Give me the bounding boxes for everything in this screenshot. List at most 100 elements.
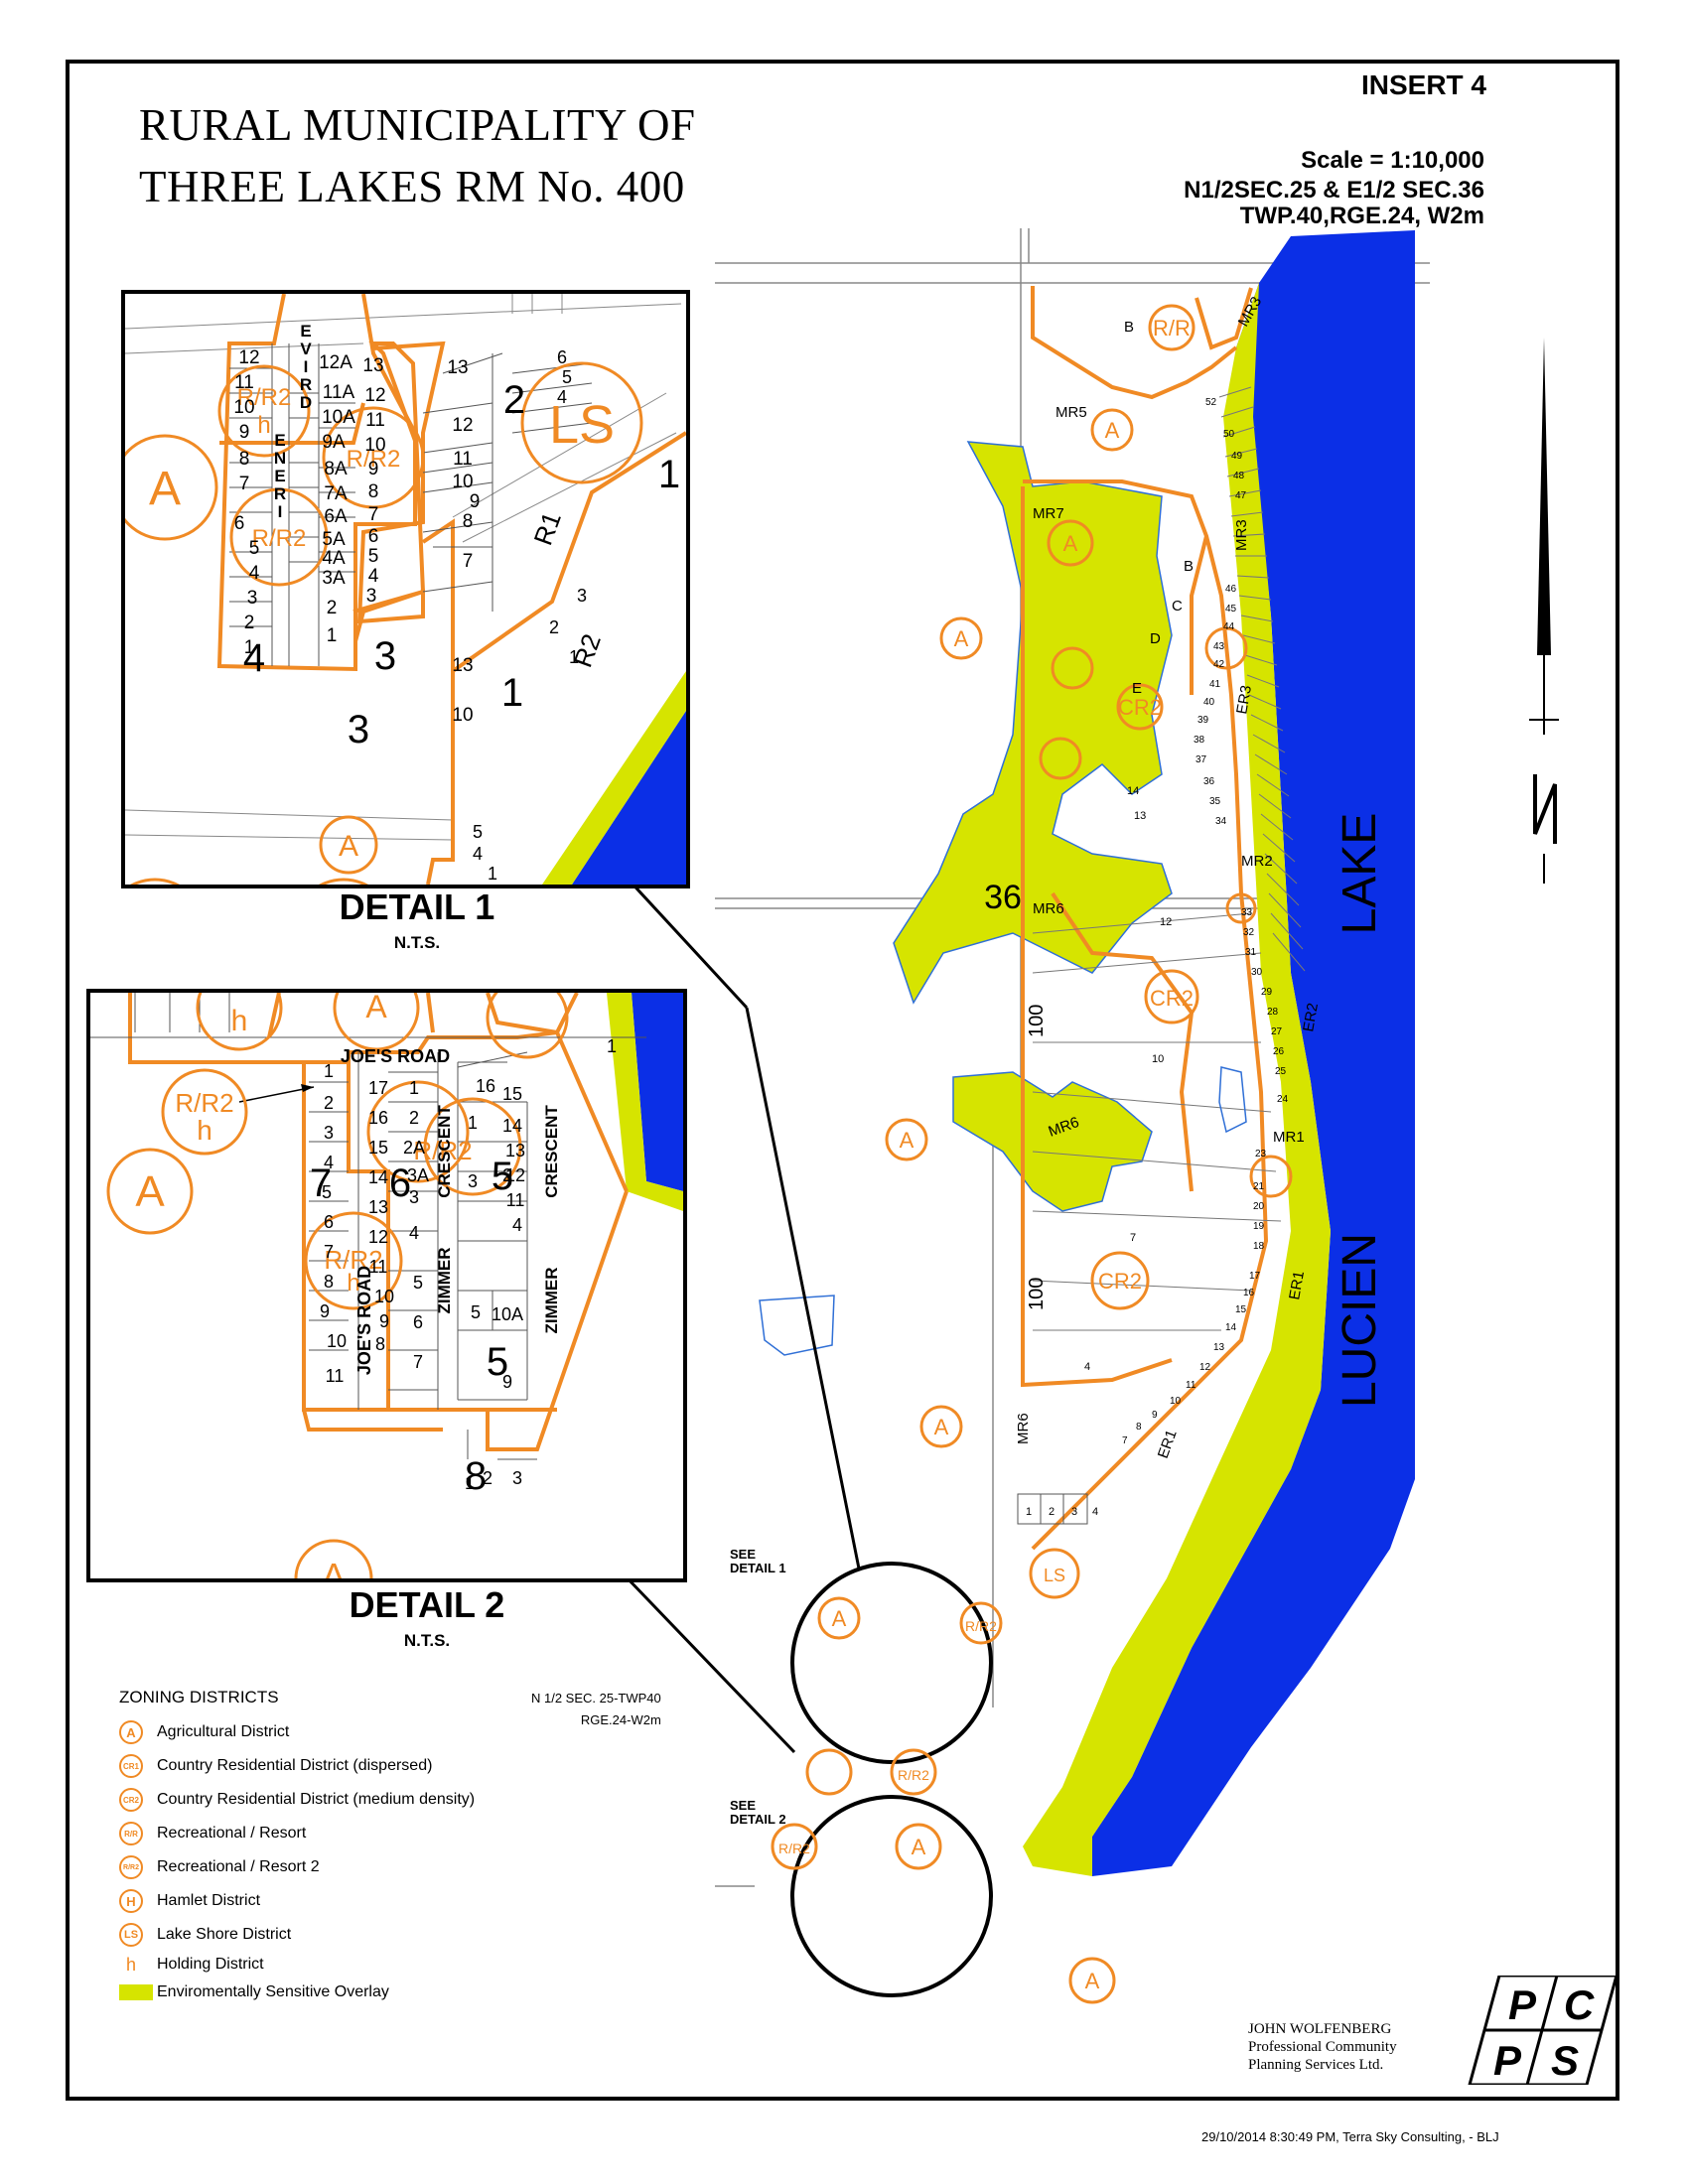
detail2-boundaries [128,993,629,1451]
timestamp: 29/10/2014 8:30:49 PM, Terra Sky Consult… [1201,2129,1499,2144]
lot-number: 45 [1225,604,1237,614]
logo-letter: C [1564,1981,1595,2028]
lot-number: 13 [452,655,473,676]
cr2-zone-icon: CR2 [119,1788,143,1812]
lot-number: 5 [322,1182,332,1202]
lot-number: 8 [1136,1422,1142,1433]
block-b: B [1184,558,1194,575]
lot-number: 15 [368,1138,388,1158]
lot-number: 12 [368,1227,388,1247]
small-ponds [759,1066,1247,1356]
lot-number: 24 [1277,1094,1289,1105]
holding-zone-icon: h [125,1954,136,1975]
lot-number: 4 [557,387,567,407]
lot-number: 1 [1026,1506,1032,1518]
lot-number: 21 [1253,1181,1265,1192]
block-e: E [1132,680,1142,697]
lot-number: 5 [562,367,572,387]
street-letter: E [300,322,311,341]
lot-number: 34 [1215,816,1227,827]
lot-number: 7 [463,551,474,572]
lot-number: 5 [249,538,260,559]
lot-number: 3 [1071,1506,1077,1518]
block-number: 1 [658,453,680,496]
joes-road-vert-label: JOE'S ROAD [354,1266,374,1375]
lot-number: 10 [1170,1396,1182,1407]
see-detail1-label: SEE [730,1547,756,1562]
crescent-label-2: CRESCENT [542,1105,561,1198]
lot-number: 10 [452,472,473,492]
lot-number: 5 [471,1302,481,1322]
lot-number: 1 [244,637,255,658]
zone-h-label: h [197,1115,212,1146]
lot-number: 2 [327,598,338,618]
lot-number: 11 [365,410,385,431]
map-title-line1: RURAL MUNICIPALITY OF [139,100,696,150]
detail2-nts: N.T.S. [403,1631,451,1650]
detail1-boundaries [216,294,686,885]
lot-number: 11A [323,382,355,403]
lot-number: 16 [368,1108,388,1128]
north-arrow [1529,338,1559,884]
zone-rr2-label: R/R2 [965,1618,997,1634]
reserve-mr5: MR5 [1055,404,1087,421]
lot-number: 13 [362,355,383,376]
lot-number: 3 [409,1187,419,1207]
zone-a-label: A [149,463,181,515]
lot-number: 19 [1253,1221,1265,1232]
zone-rr2-label: R/R2 [252,525,307,552]
legend-label: Recreational / Resort [157,1825,307,1842]
credit-line3: Planning Services Ltd. [1248,2057,1384,2073]
lot-number: 11 [1186,1380,1196,1391]
lot-number: 36 [1203,776,1215,787]
lot-number: 12A [319,352,352,373]
lot-number: 5A [322,529,346,550]
lot-lines [1032,386,1306,1331]
section-note-line1: N 1/2 SEC. 25-TWP40 [531,1691,661,1706]
lot-number: 10A [492,1304,523,1324]
legal-line2: TWP.40,RGE.24, W2m [1239,203,1484,229]
street-letter: I [278,502,283,521]
rr2-zone-icon: R/R2 [119,1855,143,1879]
detail2-lots-col4: 16 15 14 13 12 11 1 2 3 4 5 10A 9 [468,1076,525,1392]
lot-number: 4A [322,548,346,569]
legend-item-hamlet: H Hamlet District [119,1884,566,1918]
reserve-er3: ER3 [1233,684,1255,716]
zone-h-label: h [347,1270,359,1297]
block-number: 6 [389,1161,411,1205]
lot-number: 12 [238,347,259,368]
legend-item-rr2: R/R2 Recreational / Resort 2 [119,1850,566,1884]
lakeshore-overlay [1023,283,1331,1876]
lot-number: 13 [1213,1342,1225,1353]
lot-number: 9 [502,1372,512,1392]
lot-number: 13 [447,357,468,378]
zone-a-label: A [322,1556,346,1578]
zone-cr2-label: CR2 [1150,986,1194,1011]
lot-number: 44 [1223,621,1235,632]
street-letter: I [304,357,309,376]
lot-number: 14 [1127,785,1139,797]
lot-number: 12 [1160,916,1172,928]
see-detail1-label: DETAIL 1 [730,1561,786,1575]
lot-number: 11 [369,1257,388,1277]
credit-name: JOHN WOLFENBERG [1248,2021,1392,2037]
lot-number: 1 [468,1113,478,1133]
credit-line2: Professional Community [1248,2039,1397,2055]
map-frame [66,60,1619,2101]
lot-number: 100 [1026,1005,1048,1037]
lot-number: 7A [324,483,348,504]
zone-h-label: h [231,1005,248,1037]
detail1-lots-block: 13 10 [452,655,473,726]
detail2-map: h A R/R2 h A R/R2 R/R2 h A JOE'S ROAD JO… [90,993,683,1578]
lakeshore-zone-icon: LS [119,1923,143,1947]
block-number: 1 [501,671,523,715]
detail1-zone-codes: A R/R2 R/R2 R/R2 h LS A [149,384,615,863]
lot-number: 6A [324,506,348,527]
lot-number: 4 [473,844,483,864]
joes-road-top-label: JOE'S ROAD [341,1046,450,1066]
detail2-shore [607,993,683,1211]
reserve-mr6-west: MR6 [1015,1413,1032,1444]
lot-number: 16 [1243,1288,1255,1298]
section-36-label: 36 [984,879,1022,916]
zone-circles [771,304,1293,2004]
